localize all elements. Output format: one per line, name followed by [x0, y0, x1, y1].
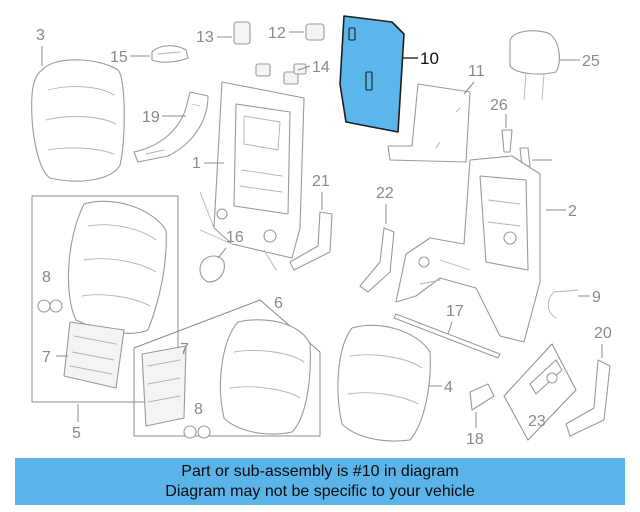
- callout-20: 20: [594, 325, 612, 342]
- part-1-seat-back-frame: [199, 81, 305, 271]
- callout-24: 25: [582, 53, 600, 70]
- callout-16: 16: [226, 229, 244, 246]
- exploded-seat-diagram: 3 15 13 12 14 19 1: [31, 15, 612, 448]
- part-13-cap: [233, 21, 251, 45]
- callout-25: 26: [490, 97, 508, 114]
- callout-8-left: 8: [42, 269, 51, 286]
- leader-11: [463, 81, 475, 95]
- part-14-guides: [255, 63, 307, 85]
- part-20-trim: [565, 359, 611, 437]
- callout-8-center: 8: [194, 401, 203, 418]
- part-9-wire: [547, 289, 579, 319]
- group-5-box: [31, 195, 179, 403]
- leader-14: [297, 65, 311, 71]
- callout-21: 21: [312, 173, 330, 190]
- part-26-bolt: [519, 147, 531, 167]
- part-24-headrest: [509, 30, 560, 101]
- callout-3: 3: [36, 27, 45, 44]
- part-18-cover: [469, 383, 495, 411]
- callout-12: 12: [268, 25, 286, 42]
- callout-6: 6: [274, 295, 283, 312]
- part-16-knob: [199, 255, 225, 283]
- callout-19: 19: [142, 109, 160, 126]
- callout-15: 15: [110, 49, 128, 66]
- part-17-rod: [393, 313, 501, 359]
- callout-9: 9: [592, 289, 601, 306]
- part-12-cap: [305, 23, 325, 41]
- callout-2: 2: [568, 203, 577, 220]
- part-11-back-panel: [387, 83, 471, 163]
- callout-22: 22: [376, 185, 394, 202]
- callout-11: 11: [468, 63, 485, 80]
- callout-14: 14: [312, 59, 330, 76]
- callout-7-left: 7: [42, 349, 51, 366]
- banner-line-2: Diagram may not be specific to your vehi…: [165, 482, 475, 500]
- leader-17: [447, 321, 453, 335]
- part-3-seat-back-cover: [31, 59, 125, 182]
- part-21-trim: [289, 211, 333, 271]
- part-19-trim: [133, 91, 209, 163]
- part-22-trim: [359, 227, 395, 293]
- callout-18: 18: [466, 431, 484, 448]
- callout-5: 5: [72, 425, 81, 442]
- callout-23: 23: [528, 413, 546, 430]
- callout-13: 13: [196, 29, 214, 46]
- callout-10: 10: [420, 49, 439, 68]
- group-6-box: [133, 299, 321, 439]
- part-10-seat-back-panel-highlighted: [339, 15, 405, 133]
- callout-4: 4: [444, 379, 453, 396]
- banner-line-1: Part or sub-assembly is #10 in diagram: [181, 462, 459, 480]
- callout-1: 1: [192, 155, 201, 172]
- part-15-clip: [151, 45, 189, 63]
- callout-7-center: 7: [180, 341, 189, 358]
- part-info-banner: Part or sub-assembly is #10 in diagram D…: [15, 458, 625, 505]
- part-23-group: [503, 343, 577, 441]
- callout-17: 17: [446, 303, 464, 320]
- part-25-bolt: [501, 129, 513, 153]
- part-2-right-seat-frame: [395, 155, 541, 343]
- part-4-seat-back-cushion: [337, 324, 431, 442]
- leader-16: [217, 247, 227, 259]
